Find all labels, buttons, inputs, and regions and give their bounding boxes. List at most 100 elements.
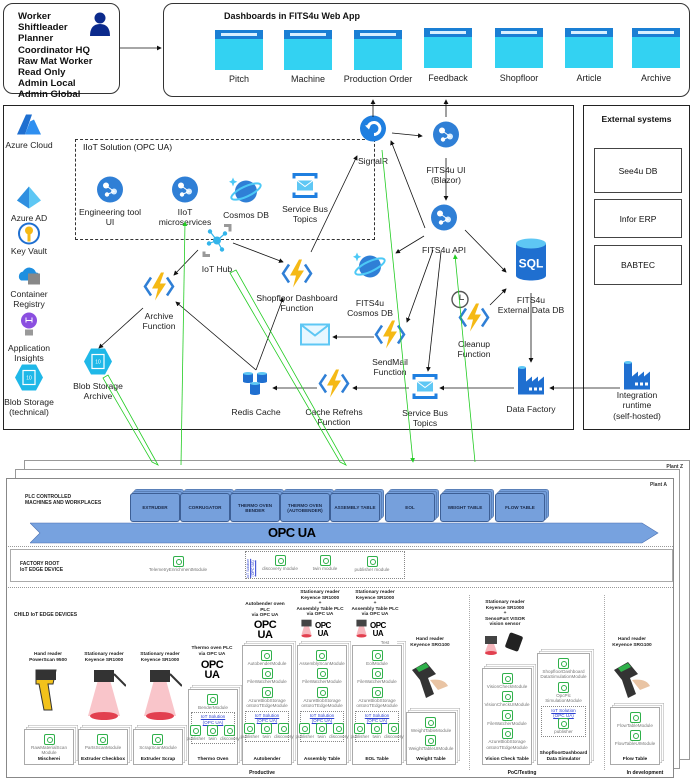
module-publisher[interactable]: publisher: [186, 725, 205, 741]
iot-solution-link[interactable]: IoT Solution (OPC UA): [254, 712, 280, 724]
signalr-icon[interactable]: [359, 115, 387, 148]
dashboard-label-production-order[interactable]: Production Order: [343, 74, 413, 84]
module-bendermodule[interactable]: BenderModule: [198, 694, 228, 710]
app-service-icon[interactable]: [171, 176, 199, 209]
iot-hub-icon[interactable]: [200, 224, 234, 263]
azure-ad-icon[interactable]: [16, 186, 42, 215]
service-bus-icon[interactable]: [292, 173, 318, 204]
dashboard-label-archive[interactable]: Archive: [640, 73, 671, 83]
data-factory-icon[interactable]: [516, 364, 546, 401]
module-visioncheckuimodule[interactable]: VisionCheckUIModule: [484, 691, 530, 707]
module-publisher[interactable]: publisher: [240, 723, 259, 739]
machine-extruder[interactable]: EXTRUDER: [130, 493, 180, 522]
module-publisher[interactable]: publisher: [350, 723, 369, 739]
dashboard-tile-feedback[interactable]: [424, 28, 472, 68]
machine-eol[interactable]: EOL: [385, 493, 435, 522]
blob-storage-icon[interactable]: 10: [83, 348, 113, 381]
dashboard-tile-archive[interactable]: [632, 28, 680, 68]
module-publisher[interactable]: publisher: [295, 723, 314, 739]
machine-flow-table[interactable]: FLOW TABLE: [495, 493, 545, 522]
module-discovery[interactable]: discovery: [220, 725, 240, 741]
function-icon[interactable]: [281, 259, 313, 294]
iot-solution-link[interactable]: IoT Solution (OPC UA): [364, 712, 390, 724]
external-system-see4u-db[interactable]: See4u DB: [594, 148, 682, 193]
iot-solution-link[interactable]: IoT Solution (OPC UA): [309, 712, 335, 724]
module-twin[interactable]: twin: [207, 725, 219, 741]
module-azureblobstorage-ontoiotedgemodule[interactable]: AzureBlobStorage ontoIoTEdgeModule: [486, 728, 528, 750]
iot-solution-link[interactable]: IoT Solution (OPC UA): [200, 714, 226, 725]
app-service-icon[interactable]: [96, 176, 124, 209]
machine-corrugator[interactable]: CORRUGATOR: [180, 493, 230, 522]
module-rawmaterialscan-module[interactable]: RawMaterialScan Module: [31, 734, 67, 756]
app-service-icon[interactable]: [430, 204, 458, 237]
iot-solution-link[interactable]: IoT Solution (OPC UA): [551, 707, 576, 719]
module-discovery[interactable]: discovery: [274, 723, 294, 739]
module-azureblobstorage-ontoiotedgemodule[interactable]: AzureBlobStorage ontoIoTEdgeModule: [301, 686, 343, 709]
dashboard-tile-pitch[interactable]: [215, 30, 263, 70]
machine-thermo-oven-bender[interactable]: THERMO OVEN BENDER: [230, 493, 280, 522]
dashboard-tile-shopfloor[interactable]: [495, 28, 543, 68]
module-twin[interactable]: twin: [316, 723, 328, 739]
factory-module-discovery-module[interactable]: discovery module: [250, 555, 310, 571]
module-publisher[interactable]: publisher: [554, 718, 573, 734]
machine-weight-table[interactable]: WEIGHT TABLE: [440, 493, 490, 522]
module-opcplc-simulationmodule[interactable]: OpcPlc SimulationModule: [545, 681, 582, 704]
machine-assembly-table[interactable]: ASSEMBLY TABLE: [330, 493, 380, 522]
azure-cloud-icon[interactable]: [16, 114, 42, 141]
key-vault-icon[interactable]: [17, 222, 41, 251]
function-icon[interactable]: [318, 369, 350, 404]
module-filewatchermodule[interactable]: FileWatcherModule: [302, 668, 342, 684]
cosmos-db-icon[interactable]: [353, 251, 387, 286]
dashboard-tile-article[interactable]: [565, 28, 613, 68]
module-filewatchermodule[interactable]: FileWatcherModule: [487, 709, 527, 726]
factory-module-publisher-module[interactable]: publisher module: [342, 556, 402, 572]
module-discovery[interactable]: discovery: [384, 723, 404, 739]
dashboard-label-machine[interactable]: Machine: [290, 74, 326, 84]
module-discovery[interactable]: discovery: [329, 723, 349, 739]
dashboard-label-shopfloor[interactable]: Shopfloor: [499, 73, 539, 83]
module-azureblobstorage-ontoiotedgemodule[interactable]: AzureBlobStorage ontoIoTEdgeModule: [246, 686, 288, 709]
cosmos-db-icon[interactable]: [229, 176, 263, 211]
module-filewatchermodule[interactable]: FileWatcherModule: [247, 668, 287, 684]
module-weighttableuimodule[interactable]: WeightTableUIModule: [409, 735, 453, 751]
dashboard-label-article[interactable]: Article: [576, 73, 602, 83]
dashboard-tile-machine[interactable]: [284, 30, 332, 70]
blob-storage-icon[interactable]: 10: [14, 364, 44, 397]
mail-icon[interactable]: [299, 323, 331, 352]
module-autobendermodule[interactable]: AutobenderModule: [248, 650, 286, 666]
module-eolmodule[interactable]: EolModule: [366, 650, 388, 666]
function-icon[interactable]: [143, 272, 175, 307]
app-service-icon[interactable]: [432, 121, 460, 154]
module-partsscanmodule[interactable]: PartsScanModule: [85, 734, 121, 750]
integration-runtime-icon[interactable]: [622, 359, 652, 396]
clock-icon[interactable]: [451, 290, 469, 314]
dashboard-tile-production-order[interactable]: [354, 30, 402, 70]
external-system-infor-erp[interactable]: Infor ERP: [594, 199, 682, 238]
module-azureblobstorage-ontoiotedgemodule[interactable]: AzureBlobStorage ontoIoTEdgeModule: [356, 686, 398, 709]
factory-module-twin-module[interactable]: twin module: [295, 555, 355, 571]
sql-database-icon[interactable]: SQL: [515, 238, 547, 287]
module-twin[interactable]: twin: [261, 723, 273, 739]
machine-thermo-oven-autobender[interactable]: THERMO OVEN (AUTOBENDER): [280, 493, 330, 522]
external-system-babtec[interactable]: BABTEC: [594, 245, 682, 285]
module-scrapscanmodule[interactable]: ScrapScanModule: [139, 734, 177, 750]
dashboard-label-pitch[interactable]: Pitch: [228, 74, 249, 84]
container-registry-icon[interactable]: [16, 265, 42, 292]
redis-cache-icon[interactable]: [241, 370, 271, 403]
module-flowtableuimodule[interactable]: FlowTableUIModule: [615, 730, 655, 746]
factory-module-telemetryenrichmentmodule[interactable]: TelemetryEnrichmentModule: [148, 556, 208, 572]
module-weighttablemodule[interactable]: WeightTableModule: [411, 717, 451, 733]
function-icon[interactable]: [374, 320, 406, 355]
dashboard-label-feedback[interactable]: Feedback: [428, 73, 468, 83]
module-shopfloordashboard-datasimulationmodule[interactable]: ShopfloorDashboard DataSimulationModule: [540, 658, 587, 680]
